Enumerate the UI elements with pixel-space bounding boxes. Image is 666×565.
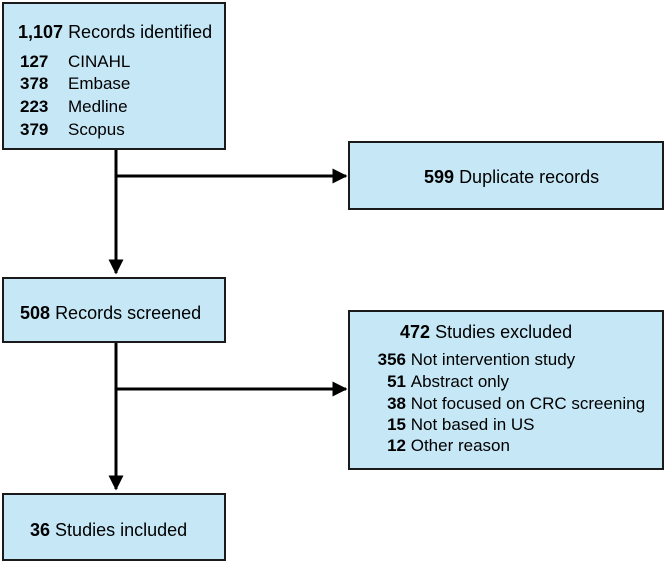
exclusion-reason-label: Not based in US [410,415,535,434]
studies-excluded-label: Studies excluded [435,322,573,342]
studies-included-text: 36 Studies included [30,520,187,540]
source-count: 223 [20,97,49,116]
exclusion-reason-count: 15 [387,415,406,434]
source-label: Embase [68,74,131,93]
records-screened-label: Records screened [55,303,202,323]
source-row: 378 Embase [20,74,130,94]
source-row: 223 Medline [20,97,128,117]
records-identified-count: 1,107 [18,22,64,42]
exclusion-reason-count: 12 [387,436,406,455]
source-count: 379 [20,120,49,139]
exclusion-reason-count: 356 [377,350,406,369]
records-screened-box: 508 Records screened [2,277,226,343]
studies-excluded-header: 472 Studies excluded [400,322,572,342]
duplicate-records-box: 599 Duplicate records [348,141,664,210]
source-row: 127 CINAHL [20,52,130,72]
source-label: Scopus [68,120,125,139]
duplicate-records-count: 599 [424,167,455,187]
exclusion-reason-label: Other reason [410,436,510,455]
source-row: 379 Scopus [20,120,125,140]
exclusion-reason-row: 38 Not focused on CRC screening [370,394,645,414]
source-count: 127 [20,52,49,71]
exclusion-reason-count: 38 [387,394,406,413]
records-identified-label: Records identified [68,22,213,42]
exclusion-reason-label: Abstract only [410,372,509,391]
studies-excluded-count: 472 [400,322,431,342]
source-count: 378 [20,74,49,93]
duplicate-records-text: 599 Duplicate records [424,167,599,187]
source-label: Medline [68,97,128,116]
exclusion-reason-count: 51 [387,372,406,391]
exclusion-reason-row: 356 Not intervention study [370,350,576,370]
records-screened-count: 508 [20,303,51,323]
studies-included-box: 36 Studies included [2,493,226,561]
exclusion-reason-label: Not focused on CRC screening [410,394,646,413]
records-identified-box: 1,107 Records identified 127 CINAHL 378 Em… [2,2,226,150]
studies-included-label: Studies included [55,520,188,540]
exclusion-reason-label: Not intervention study [410,350,576,369]
exclusion-reason-row: 15 Not based in US [370,415,535,435]
records-identified-header: 1,107 Records identified [18,22,212,42]
source-label: CINAHL [68,52,131,71]
exclusion-reason-row: 51 Abstract only [370,372,509,392]
studies-included-count: 36 [30,520,51,540]
studies-excluded-box: 472 Studies excluded 356 Not interventio… [348,310,664,470]
records-screened-text: 508 Records screened [20,303,201,323]
exclusion-reason-row: 12 Other reason [370,436,510,456]
duplicate-records-label: Duplicate records [459,167,600,187]
